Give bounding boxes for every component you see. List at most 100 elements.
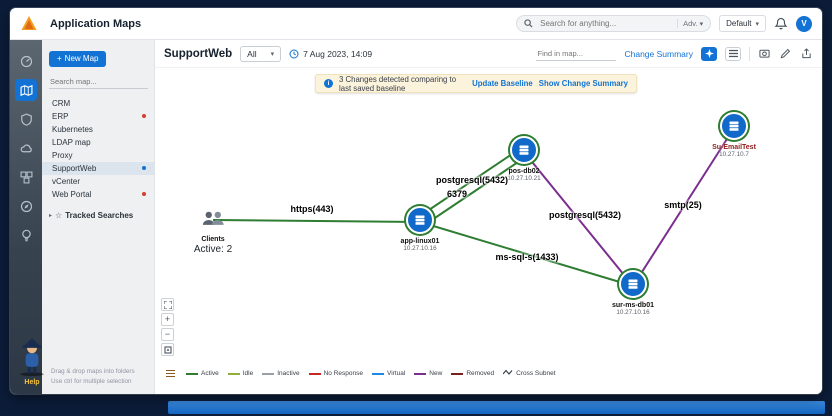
legend-label: Active <box>201 370 219 377</box>
sidebar-item-vcenter[interactable]: vCenter <box>42 175 154 188</box>
tracked-searches-item[interactable]: ▸ ☆ Tracked Searches <box>42 211 154 220</box>
legend-swatch <box>414 372 427 375</box>
node-label: sur-ms-db01 <box>611 302 654 309</box>
cloud-rail-icon[interactable] <box>15 137 37 159</box>
snapshot-icon[interactable] <box>758 47 771 60</box>
red-status-dot <box>142 192 146 196</box>
blue-status-dot <box>142 166 146 170</box>
mascot-label: Help <box>24 379 40 386</box>
edge-label-smtp-25-: smtp(25) <box>664 200 702 210</box>
assets-rail-icon[interactable] <box>15 166 37 188</box>
user-avatar[interactable]: V <box>796 15 812 32</box>
node-ip: 10.27.10.7 <box>719 151 749 158</box>
taskbar[interactable] <box>168 401 825 414</box>
list-view-toggle[interactable] <box>725 46 741 61</box>
time-selector[interactable]: 7 Aug 2023, 14:09 <box>289 49 372 59</box>
sidebar-hint-text: Drag & drop maps into folders Use ctrl f… <box>51 368 135 385</box>
maps-rail-icon[interactable] <box>15 79 37 101</box>
auto-layout-toggle[interactable] <box>701 46 717 61</box>
legend-swatch <box>371 372 384 375</box>
edge-label-postgresql-5432-: postgresql(5432) <box>435 175 509 185</box>
edge-label-postgresql-5432-: postgresql(5432) <box>548 210 622 220</box>
edge-smtp-25-[interactable] <box>632 127 735 287</box>
node-ip: 10.27.10.16 <box>616 309 650 316</box>
legend-label: Virtual <box>386 370 406 377</box>
map-item-label: Proxy <box>52 150 73 160</box>
legend-item-removed: Removed <box>451 370 494 377</box>
new-map-button[interactable]: + New Map <box>49 50 107 67</box>
server-node-icon <box>406 206 434 234</box>
find-in-map-input[interactable] <box>536 46 617 61</box>
legend-swatch <box>186 372 198 375</box>
node-label: pos-db02 <box>508 168 540 175</box>
discovery-rail-icon[interactable] <box>15 195 37 217</box>
icon-rail <box>10 40 42 394</box>
global-search[interactable]: Adv. ▾ <box>516 15 712 32</box>
legend-label: Removed <box>466 370 495 377</box>
insights-rail-icon[interactable] <box>15 224 37 246</box>
sidebar-item-kubernetes[interactable]: Kubernetes <box>42 123 154 136</box>
sidebar-item-crm[interactable]: CRM <box>42 97 154 110</box>
sidebar-item-proxy[interactable]: Proxy <box>42 149 154 162</box>
legend-item-new: New <box>414 370 442 377</box>
red-status-dot <box>142 114 146 118</box>
sidebar-item-ldap-map[interactable]: LDAP map <box>42 136 154 149</box>
edge-https-443-[interactable] <box>212 219 421 223</box>
sidebar-item-erp[interactable]: ERP <box>42 110 154 123</box>
zoom-in-button[interactable]: + <box>161 313 174 326</box>
export-share-icon[interactable] <box>800 47 813 60</box>
tracked-searches-label: Tracked Searches <box>65 210 134 220</box>
sparkle-icon <box>704 49 714 58</box>
edit-pencil-icon[interactable] <box>779 47 792 60</box>
scope-filter-select[interactable]: All ▾ <box>240 45 282 62</box>
chevron-down-icon: ▾ <box>270 50 275 58</box>
zoom-out-button[interactable]: − <box>161 328 174 341</box>
list-icon <box>728 49 738 58</box>
change-summary-link[interactable]: Change Summary <box>624 48 693 59</box>
help-mascot[interactable]: Help <box>13 336 51 386</box>
edge-label-https-443-: https(443) <box>290 204 334 214</box>
edge-ms-sql-s-1433-[interactable] <box>419 221 634 287</box>
legend-label: New <box>429 370 443 377</box>
search-input[interactable] <box>538 18 673 29</box>
clients-icon <box>171 210 255 232</box>
page-title: Application Maps <box>50 17 142 30</box>
fit-to-screen-button[interactable] <box>161 343 174 356</box>
show-change-summary-link[interactable]: Show Change Summary <box>538 79 628 88</box>
sidebar-item-web-portal[interactable]: Web Portal <box>42 188 154 201</box>
main-content: SupportWeb All ▾ 7 Aug 2023, 14:09 Chang… <box>155 40 822 394</box>
node-label: Clients <box>201 236 225 243</box>
notifications-bell-icon[interactable] <box>774 17 788 31</box>
map-item-label: LDAP map <box>52 137 91 147</box>
sidebar-item-supportweb[interactable]: SupportWeb <box>42 161 154 175</box>
edge-postgresql-5432-[interactable] <box>523 151 634 287</box>
edge-label-6379: 6379 <box>446 189 468 199</box>
update-baseline-link[interactable]: Update Baseline <box>472 79 533 88</box>
edge-6379[interactable] <box>422 155 528 227</box>
legend-label: Idle <box>242 370 254 377</box>
security-rail-icon[interactable] <box>15 108 37 130</box>
zoom-controls: + − <box>161 298 174 356</box>
app-logo <box>21 15 37 30</box>
toolbar-divider <box>749 46 750 61</box>
advanced-search-toggle[interactable]: Adv. ▾ <box>677 19 703 28</box>
map-title: SupportWeb <box>164 47 233 60</box>
expand-view-button[interactable] <box>161 298 174 311</box>
legend-menu-icon[interactable] <box>166 369 175 378</box>
view-profile-select[interactable]: Default ▾ <box>719 15 766 32</box>
map-search-input[interactable] <box>49 74 148 89</box>
map-canvas[interactable]: i 3 Changes detected comparing to last s… <box>155 68 822 394</box>
legend-swatch <box>227 372 240 375</box>
dashboard-rail-icon[interactable] <box>15 50 37 72</box>
node-ip: 10.27.10.16 <box>403 245 437 252</box>
search-icon <box>524 19 533 28</box>
node-label: app-linux01 <box>400 238 440 245</box>
edge-postgresql-5432-[interactable] <box>416 147 522 219</box>
chevron-down-icon: ▾ <box>699 21 704 28</box>
